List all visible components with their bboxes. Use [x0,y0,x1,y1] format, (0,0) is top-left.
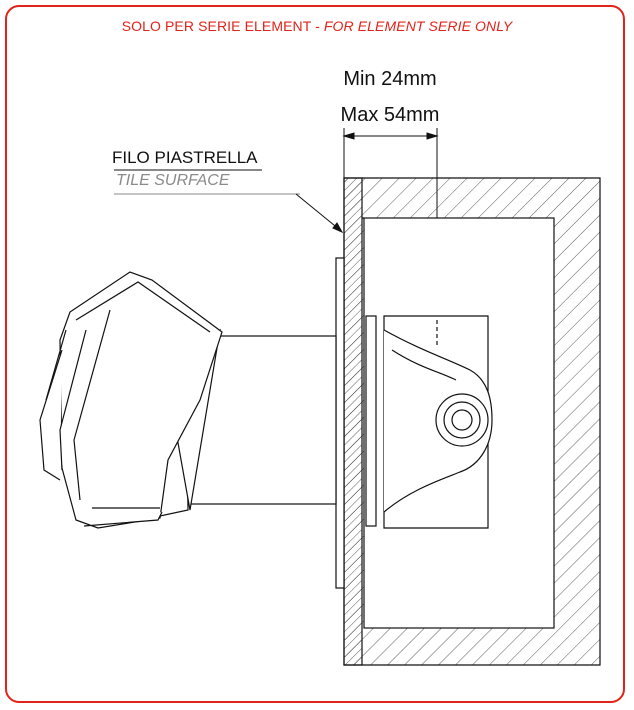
dimension-max-label: Max 54mm [340,104,440,126]
banner-main-text: SOLO PER SERIE ELEMENT - [121,18,324,34]
banner-italic-text: FOR ELEMENT SERIE ONLY [323,18,513,34]
tile-surface-label-en: TILE SURFACE [116,172,230,189]
tile-surface-leader [114,169,344,234]
series-banner: SOLO PER SERIE ELEMENT - FOR ELEMENT SER… [0,18,634,34]
valve-body-icon [335,257,493,589]
tile-surface-label-it: FILO PIASTRELLA [112,148,258,167]
red-border-frame [5,5,625,703]
mixer-handle-icon [39,271,337,529]
dimension-min-label: Min 24mm [343,68,437,90]
